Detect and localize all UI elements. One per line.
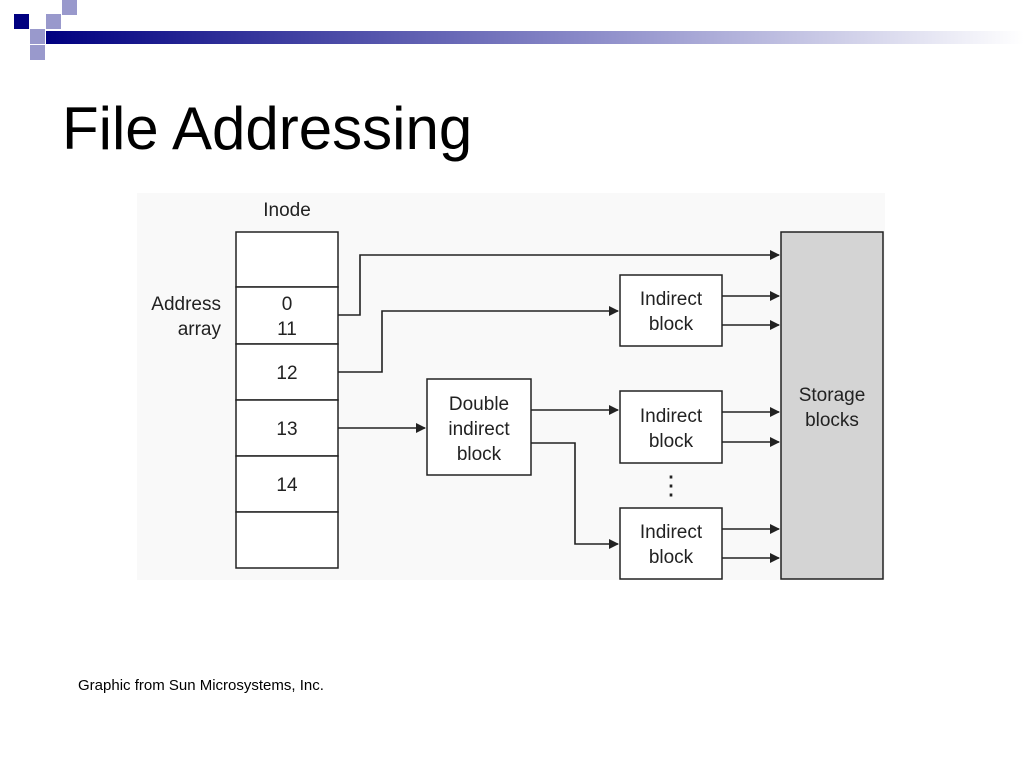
inode-slot-label: 13 [276,419,297,440]
inode-cell-13 [235,399,339,457]
indirect-block [619,390,723,464]
inode-slot-label: 11 [277,319,297,340]
deco-gradient-line [46,31,1024,44]
indirect-block-label: Indirect [640,406,703,427]
indirect-block-label: Indirect [640,289,703,310]
address-array-label: Address [151,294,221,315]
indirect-block [619,274,723,347]
indirect-block-label: block [649,547,694,568]
inode-slot-label: 0 [282,294,293,315]
storage-blocks-label: Storage [799,385,866,406]
inode-label: Inode [263,200,311,221]
indirect-block-label: Indirect [640,522,703,543]
inode-cell [235,231,339,288]
direct-pointer-arrow [338,250,780,316]
double-indirect-label: Double [449,394,509,415]
double-indirect-label: indirect [448,419,510,440]
deco-square-light [30,29,45,44]
figure-caption: Graphic from Sun Microsystems, Inc. [78,677,324,694]
deco-square-light [30,45,45,60]
file-addressing-diagram: Inode 0 11 12 13 14 Address array Double… [137,193,885,580]
storage-blocks-label: blocks [805,410,859,431]
storage-blocks [780,231,884,580]
inode-slot-label: 12 [276,363,297,384]
indirect-block-label: block [649,431,694,452]
inode-slot-label: 14 [276,475,298,496]
single-indirect-arrow [338,306,619,373]
double-indirect-label: block [457,444,502,465]
inode-cell-direct [235,286,339,345]
address-array-label: array [178,319,222,340]
inode-cell-12 [235,343,339,401]
deco-square-light [62,0,77,15]
deco-square-light [46,14,61,29]
inode-table [235,231,339,569]
indirect-block [619,507,723,580]
ellipsis: ⋮ [658,470,684,500]
inode-cell [235,511,339,569]
deco-square-dark [14,14,29,29]
indirect-block-label: block [649,314,694,335]
slide-title: File Addressing [62,95,473,162]
double-to-indirect-arrow [531,442,619,549]
header-decoration [14,0,1024,60]
double-indirect-block [426,378,532,476]
